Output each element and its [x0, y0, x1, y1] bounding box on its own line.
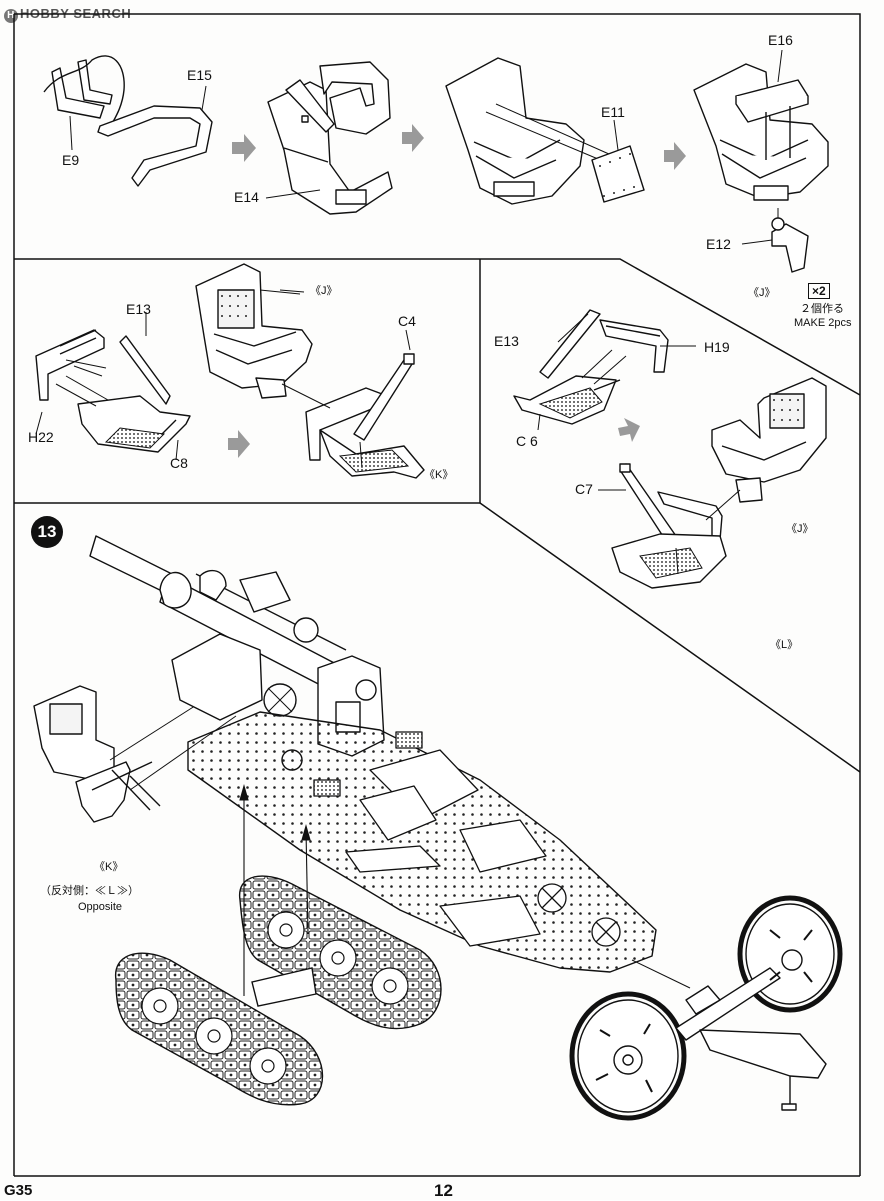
step-number-badge-icon: 13 — [31, 516, 63, 548]
label-c6: C 6 — [516, 433, 538, 449]
label-e15: E15 — [187, 67, 212, 83]
page-number: 12 — [434, 1181, 453, 1200]
e11-plate-rivets — [599, 153, 635, 197]
multiplier-box-icon: ×2 — [808, 283, 830, 299]
step13-diagonal — [479, 502, 861, 773]
label-h19: H19 — [704, 339, 730, 355]
left-frame-mesh — [104, 427, 166, 449]
label-c7: C7 — [575, 481, 593, 497]
label-k-left: 《K》 — [424, 469, 454, 481]
part-e16-e12-seat — [693, 63, 829, 273]
left-assembly-arrows — [279, 289, 411, 469]
label-h22: H22 — [28, 429, 54, 445]
left-track-wheels — [141, 987, 287, 1085]
label-e14: E14 — [234, 189, 259, 205]
carriage-details — [313, 731, 621, 947]
right-assembly-arrows — [598, 489, 741, 575]
label-c4: C4 — [398, 313, 416, 329]
label-l: 《L》 — [770, 639, 799, 651]
label-j-top: 《J》 — [748, 287, 776, 299]
left-seat-rivets — [221, 295, 247, 317]
label-e11: E11 — [601, 104, 625, 120]
right-assembly-mesh — [639, 547, 703, 579]
opposite-en-note: Opposite — [78, 901, 123, 913]
track-axle — [251, 967, 317, 1007]
howitzer-barrel — [89, 535, 347, 691]
label-e13-left: E13 — [126, 301, 151, 317]
left-seat-j — [195, 263, 313, 399]
label-c8: C8 — [170, 455, 188, 471]
right-seat-j — [711, 377, 827, 503]
limber-spokes — [595, 929, 813, 1093]
top-assembly-arrows — [232, 124, 686, 170]
label-k-step13: 《K》 — [94, 861, 124, 873]
left-frame-arrows — [35, 312, 179, 461]
part-e11-seat — [445, 57, 645, 205]
label-j-left: 《J》 — [310, 285, 338, 297]
top-leader-lines — [69, 49, 783, 245]
label-j-right: 《J》 — [786, 523, 814, 535]
right-frame-mesh — [538, 387, 603, 419]
left-gray-arrow — [228, 430, 250, 458]
left-frame-h22-c8 — [35, 329, 191, 453]
panel-frames — [13, 13, 861, 1177]
right-track-wheels — [267, 911, 409, 1005]
part-e9-e15 — [43, 55, 213, 187]
right-gray-arrow — [618, 418, 640, 442]
middle-divider — [14, 258, 861, 396]
make-jp-note: ２個作る — [800, 303, 844, 315]
front-limber — [569, 895, 843, 1121]
kit-code: G35 — [4, 1182, 33, 1199]
top-panel-border — [14, 13, 861, 395]
make-en-note: MAKE 2pcs — [794, 317, 852, 329]
right-seat-rivets — [773, 399, 799, 421]
right-frame-arrows — [537, 313, 696, 431]
opposite-jp-note: （反対側：≪Ｌ≫） — [40, 885, 139, 897]
install-arrows — [239, 783, 691, 996]
label-e12: E12 — [706, 236, 731, 252]
label-e13-right: E13 — [494, 333, 519, 349]
left-assembly-mesh — [338, 449, 410, 473]
label-e16: E16 — [768, 32, 793, 48]
part-e14-seat — [267, 61, 393, 215]
label-e9: E9 — [62, 152, 80, 168]
step13-seat-k — [33, 685, 161, 823]
